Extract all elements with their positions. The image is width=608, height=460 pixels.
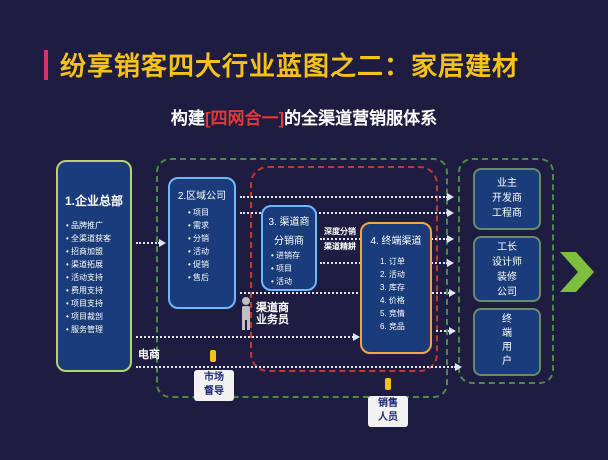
customer-group-frame [458,158,554,384]
hq-item: 全渠道获客 [66,232,130,245]
customer-box-designers: 工长 设计师 装修 公司 [473,236,541,302]
person-icon [242,297,250,330]
person-icon [210,350,216,362]
region-item: 活动 [188,245,234,258]
region-item: 需求 [188,219,234,232]
chevron-right-icon[interactable] [556,248,596,296]
customer-box-owners: 业主 开发商 工程商 [473,168,541,230]
terminal-item: 1. 订单 [380,257,405,266]
flow-arrow [240,289,456,297]
hq-item: 渠道拓展 [66,258,130,271]
deep-distribution-label: 深度分销 [324,227,356,236]
hq-item: 费用支持 [66,284,130,297]
market-supervisor-badge: 市场 督导 [194,370,234,401]
hq-box: 1.企业总部 品牌推广 全渠道获客 招商加盟 渠道拓展 活动支持 费用支持 项目… [56,160,132,372]
hq-item: 品牌推广 [66,219,130,232]
region-item: 项目 [188,206,234,219]
terminal-list: 1. 订单 2. 活动 3. 库存 4. 价格 5. 竞情 6. 竞品 [380,255,430,333]
title-accent-bar [44,50,48,80]
region-item: 促销 [188,258,234,271]
flow-arrow [436,327,456,335]
flow-arrow [136,363,462,371]
terminal-item: 4. 价格 [380,296,405,305]
terminal-box: 4. 终端渠道 1. 订单 2. 活动 3. 库存 4. 价格 5. 竞情 6.… [360,222,432,354]
subtitle-highlight: [四网合一] [204,109,285,128]
page-subtitle: 构建[四网合一]的全渠道营销服体系 [0,104,608,129]
page-title: 纷享销客四大行业蓝图之二：家居建材 [60,51,520,81]
person-icon [385,378,391,390]
hq-title: 1.企业总部 [64,194,123,208]
hq-item: 活动支持 [66,271,130,284]
region-group-frame [156,158,448,398]
customer-label: 工长 设计师 装修 公司 [492,242,522,298]
channel-item: 进销存 [271,249,315,262]
region-box: 2.区域公司 项目 需求 分销 活动 促销 售后 [168,177,236,309]
dealer-staff-label: 渠道商 业务员 [256,302,289,326]
flow-arrow [240,209,454,217]
region-item: 售后 [188,271,234,284]
sales-staff-badge: 销售 人员 [368,396,408,427]
terminal-item: 3. 库存 [380,283,405,292]
channel-title: 3. 渠道商 [268,217,310,228]
channel-group-frame [250,166,438,372]
flow-arrow [136,333,360,341]
region-list: 项目 需求 分销 活动 促销 售后 [188,206,234,284]
region-title: 2.区域公司 [177,191,227,202]
customer-box-end-users: 终 端 用 户 [473,308,541,376]
terminal-title: 4. 终端渠道 [370,236,422,247]
ecommerce-label: 电商 [138,349,160,361]
channel-list: 进销存 项目 活动 [271,249,315,288]
channel-item: 活动 [271,275,315,288]
channel-subtitle: 分销商 [274,236,304,247]
terminal-item: 6. 竞品 [380,322,405,331]
channel-box: 3. 渠道商 分销商 进销存 项目 活动 [261,205,317,291]
subtitle-prefix: 构建 [170,109,205,128]
flow-arrow [240,193,454,201]
terminal-item: 2. 活动 [380,270,405,279]
hq-item: 项目支持 [66,297,130,310]
subtitle-suffix: 的全渠道营销服体系 [284,109,438,128]
hq-item: 招商加盟 [66,245,130,258]
terminal-item: 5. 竞情 [380,309,405,318]
channel-item: 项目 [271,262,315,275]
channel-refine-label: 渠道精耕 [324,242,356,251]
customer-label: 终 端 用 户 [502,314,512,367]
flow-arrow [136,239,166,247]
hq-list: 品牌推广 全渠道获客 招商加盟 渠道拓展 活动支持 费用支持 项目支持 项目裁剖… [66,219,130,336]
hq-item: 项目裁剖 [66,310,130,323]
hq-item: 服务管理 [66,323,130,336]
region-item: 分销 [188,232,234,245]
customer-label: 业主 开发商 工程商 [492,178,522,219]
